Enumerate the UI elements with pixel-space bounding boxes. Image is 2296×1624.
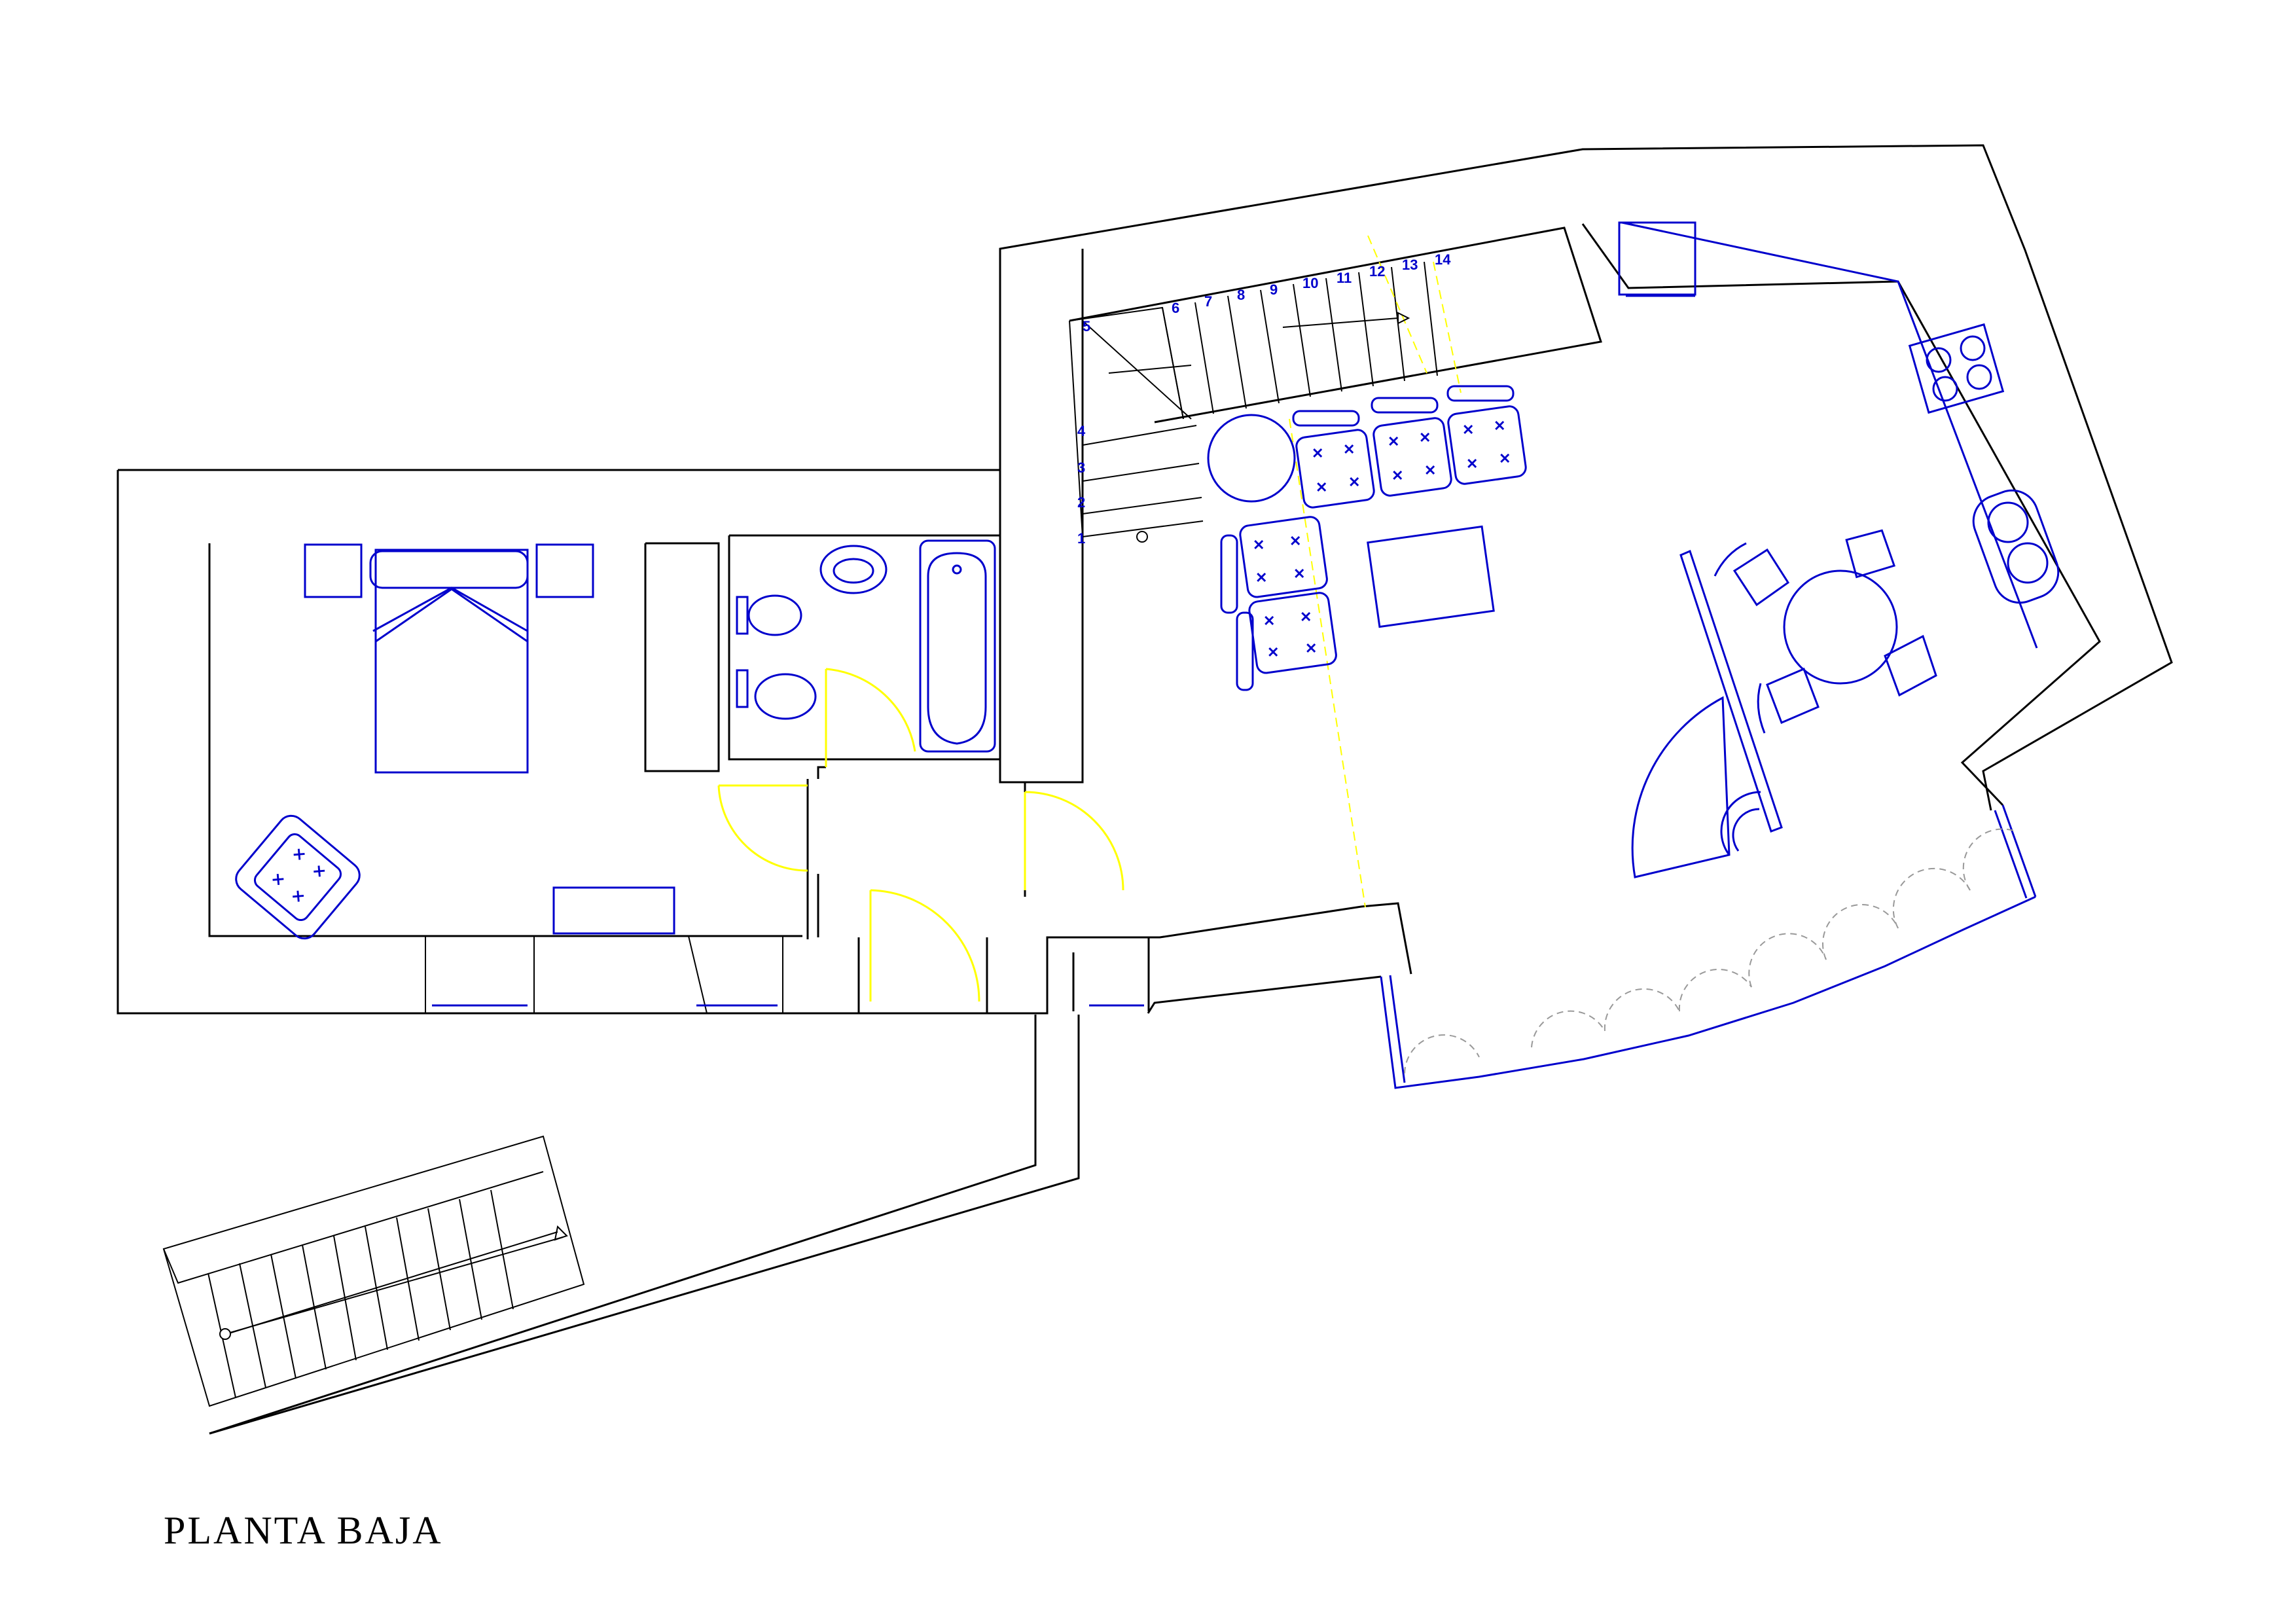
stair-number-12: 12: [1369, 263, 1385, 280]
bay-window: [1380, 804, 2037, 1089]
svg-text:✕: ✕: [1316, 479, 1327, 496]
nightstand-left: [304, 543, 363, 598]
armchair: ✕ ✕ ✕ ✕: [235, 814, 361, 940]
svg-text:✕: ✕: [1305, 640, 1317, 657]
svg-text:✕: ✕: [1263, 613, 1275, 629]
interior-stair: 1 2 3 4 5 6 7 8 9 10 11 12 13 14: [1069, 235, 1462, 547]
plan-title: PLANTA BAJA: [164, 1509, 443, 1552]
svg-text:✕: ✕: [1267, 644, 1279, 660]
svg-text:✕: ✕: [289, 844, 309, 865]
stair-number-5: 5: [1083, 318, 1090, 334]
svg-text:✕: ✕: [1348, 474, 1360, 490]
dining-chairs: [1713, 529, 1937, 734]
svg-text:✕: ✕: [1289, 533, 1301, 549]
svg-text:✕: ✕: [1388, 433, 1399, 450]
coffee-table: [1367, 525, 1495, 628]
stair-number-9: 9: [1270, 281, 1278, 298]
bidet: [747, 594, 802, 636]
svg-text:✕: ✕: [288, 886, 308, 907]
svg-text:✕: ✕: [1466, 456, 1478, 472]
cooktop: [1908, 323, 2005, 414]
stair-number-11: 11: [1336, 270, 1352, 286]
svg-text:✕: ✕: [1499, 450, 1511, 467]
svg-text:✕: ✕: [1300, 609, 1312, 625]
double-bed: [374, 549, 529, 774]
stair-number-7: 7: [1204, 293, 1212, 310]
desk: [552, 886, 675, 935]
washbasin: [819, 545, 888, 594]
bathtub: [919, 539, 996, 753]
svg-text:✕: ✕: [1494, 418, 1505, 434]
svg-text:✕: ✕: [268, 869, 288, 890]
sofa-side: ✕ ✕ ✕ ✕ ✕ ✕ ✕ ✕: [1220, 516, 1337, 691]
stair-number-14: 14: [1435, 251, 1451, 268]
sofa: ✕ ✕ ✕ ✕ ✕ ✕ ✕ ✕ ✕ ✕ ✕ ✕: [1295, 405, 1527, 509]
bidet-tank: [736, 596, 749, 635]
interior-walls: [425, 249, 1144, 1014]
stair-number-6: 6: [1172, 300, 1179, 316]
svg-text:✕: ✕: [1293, 566, 1305, 582]
svg-text:✕: ✕: [1462, 422, 1474, 438]
svg-text:✕: ✕: [1253, 537, 1265, 553]
stair-number-4: 4: [1077, 423, 1086, 439]
svg-text:✕: ✕: [1391, 467, 1403, 484]
stair-number-3: 3: [1077, 460, 1085, 476]
fridge: [1618, 221, 1696, 296]
stair-number-1: 1: [1077, 530, 1085, 547]
svg-text:✕: ✕: [1312, 445, 1323, 461]
round-side-table: [1207, 414, 1296, 503]
exterior-stair: [162, 1015, 1080, 1435]
bathroom: [736, 539, 996, 753]
exterior-walls: [117, 144, 2173, 1015]
dining-table: [1783, 569, 1898, 685]
stair-number-8: 8: [1237, 287, 1245, 303]
stair-number-10: 10: [1302, 275, 1318, 291]
kitchen-sink: [1972, 489, 2060, 604]
bedroom: ✕ ✕ ✕ ✕: [235, 543, 675, 940]
doors: [717, 668, 1124, 1002]
svg-text:✕: ✕: [1419, 429, 1431, 446]
nightstand-right: [535, 543, 594, 598]
living-room: ✕ ✕ ✕ ✕ ✕ ✕ ✕ ✕ ✕ ✕ ✕ ✕ ✕ ✕ ✕ ✕ ✕ ✕ ✕ ✕: [1207, 385, 1527, 908]
svg-text:✕: ✕: [309, 861, 329, 882]
svg-text:✕: ✕: [1343, 441, 1355, 458]
toilet: [754, 673, 817, 720]
toilet-tank: [736, 669, 749, 708]
kitchen-dining: [1618, 221, 2060, 878]
bed-pillows: [369, 550, 529, 589]
stair-number-13: 13: [1402, 257, 1418, 273]
svg-text:✕: ✕: [1424, 462, 1436, 478]
stair-number-2: 2: [1077, 494, 1085, 511]
svg-text:✕: ✕: [1255, 569, 1267, 586]
